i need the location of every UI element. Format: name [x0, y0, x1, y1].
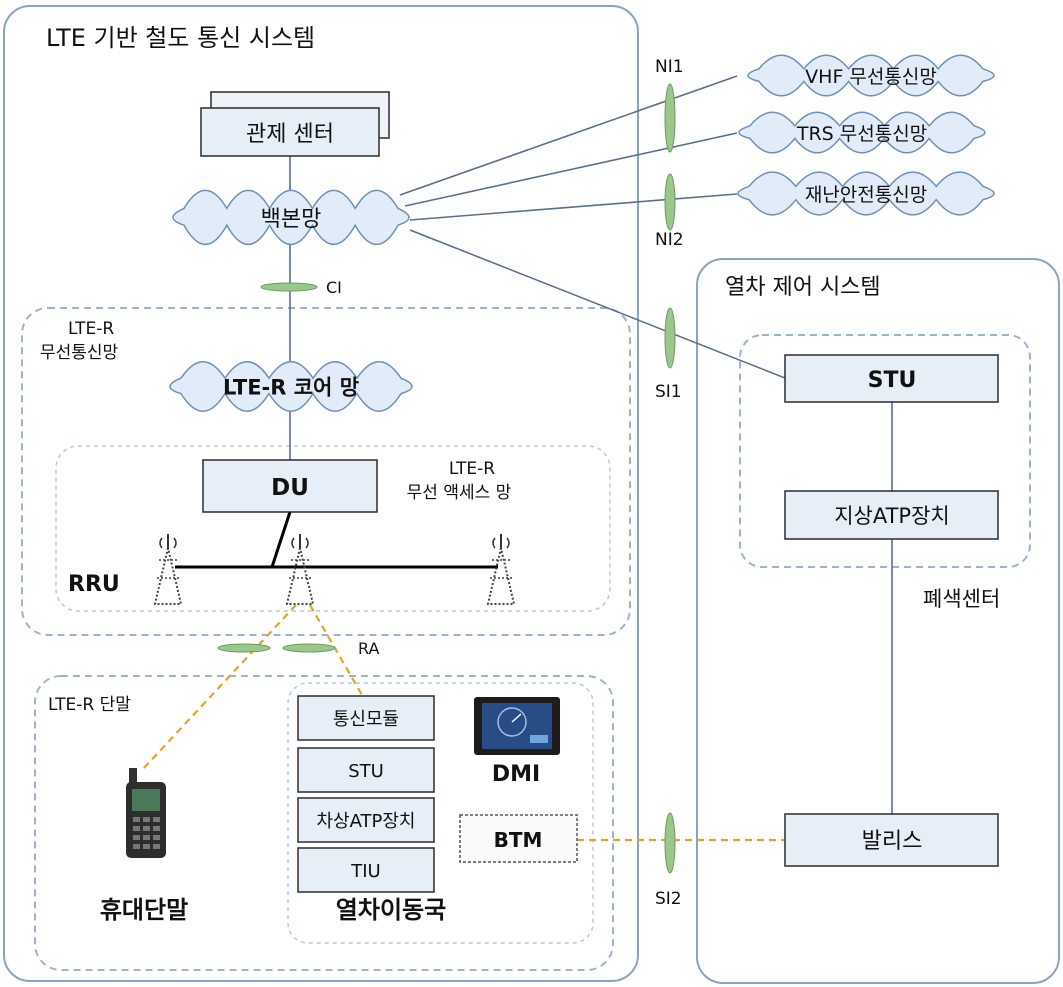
- access-network-panel: [55, 445, 611, 612]
- ground-atp-label: 지상ATP장치: [834, 504, 950, 528]
- ci-ellipse: [260, 282, 318, 292]
- handheld-terminal-icon: [126, 768, 166, 858]
- links: [289, 75, 893, 814]
- control-center-label: 관제 센터: [246, 122, 334, 147]
- lte-r-network-panel: [21, 307, 631, 636]
- train-station-label: 열차이동국: [336, 896, 446, 924]
- stu-box: [784, 354, 999, 403]
- wireless-link-comm-module: [309, 604, 363, 696]
- balise-box: [784, 813, 999, 867]
- btm-box: [459, 814, 578, 863]
- module-label-1: STU: [348, 761, 384, 782]
- si2-label: SI2: [655, 889, 682, 909]
- core-network-cloud: [169, 361, 413, 412]
- du-label: DU: [271, 475, 309, 501]
- ci-label: CI: [326, 278, 342, 297]
- module-label-0: 통신모듈: [333, 709, 399, 730]
- interlocking-center-label: 폐색센터: [923, 587, 1000, 611]
- ni2-ellipse: [664, 173, 676, 231]
- core-network-cloud-label: LTE-R 코어 망: [223, 376, 359, 400]
- rru-antenna-right: [486, 534, 516, 605]
- si1-ellipse: [664, 307, 676, 369]
- access-network-label-line2: 무선 액세스 망: [407, 483, 512, 503]
- vhf-network-cloud: [747, 54, 995, 97]
- handheld-terminal-label: 휴대단말: [100, 896, 188, 924]
- access-network-label-line1: LTE-R: [449, 459, 495, 479]
- si2-ellipse: [664, 812, 676, 874]
- ground-atp-box: [784, 490, 999, 540]
- train-station-panel: [287, 682, 594, 944]
- dmi-label: DMI: [492, 762, 540, 787]
- du-box: [202, 459, 378, 513]
- lte-r-network-label-line1: LTE-R: [68, 319, 114, 339]
- ni1-ellipse: [664, 83, 676, 153]
- dmi-screen-icon: [474, 697, 560, 755]
- backbone-cloud-label: 백본망: [261, 207, 322, 232]
- trs-network-cloud-label: TRS 무선통신망: [796, 123, 927, 145]
- stu-label: STU: [868, 368, 917, 393]
- train-control-panel: [696, 258, 1060, 984]
- lte-r-terminal-title: LTE-R 단말: [48, 695, 131, 715]
- ni2-label: NI2: [655, 230, 684, 250]
- rru-antennas: [153, 534, 516, 605]
- btm-label: BTM: [494, 828, 543, 852]
- module-label-3: TIU: [350, 861, 380, 882]
- lte-r-terminal-panel: [34, 675, 614, 971]
- ra-ellipse-left: [217, 643, 271, 653]
- link-backbone-vhf: [399, 75, 738, 196]
- module-label-2: 차상ATP장치: [316, 811, 415, 832]
- lte-r-network-label-line2: 무선통신망: [40, 343, 119, 363]
- si1-label: SI1: [655, 382, 682, 402]
- module-box-3: [297, 847, 435, 893]
- train-station-modules: 통신모듈 STU 차상ATP장치 TIU: [297, 695, 435, 893]
- lte-system-title: LTE 기반 철도 통신 시스템: [46, 24, 315, 52]
- link-backbone-disaster: [409, 193, 738, 221]
- balise-label: 발리스: [862, 829, 923, 854]
- ni1-label: NI1: [655, 57, 684, 77]
- link-backbone-trs: [404, 132, 738, 207]
- ra-ellipse-right: [282, 643, 336, 653]
- control-system-inner-panel: [739, 334, 1031, 568]
- module-box-1: [297, 747, 435, 793]
- disaster-network-cloud-label: 재난안전통신망: [805, 184, 927, 206]
- module-box-0: [297, 695, 435, 741]
- vhf-network-cloud-label: VHF 무선통신망: [805, 66, 937, 88]
- link-backbone-stu: [409, 229, 786, 379]
- rru-links: [175, 511, 498, 569]
- lte-system-panel: [3, 5, 639, 982]
- wireless-links: [141, 604, 785, 842]
- train-control-title: 열차 제어 시스템: [725, 275, 881, 300]
- rru-antenna-left: [153, 534, 183, 605]
- control-center-box: [200, 107, 380, 157]
- rru-label: RRU: [68, 572, 120, 597]
- module-box-2: [297, 797, 435, 843]
- disaster-network-cloud: [737, 171, 995, 216]
- ra-label: RA: [358, 639, 379, 658]
- trs-network-cloud: [738, 111, 986, 154]
- rru-antenna-middle: [285, 534, 315, 605]
- wireless-link-handheld: [141, 604, 297, 771]
- backbone-cloud: [172, 189, 410, 245]
